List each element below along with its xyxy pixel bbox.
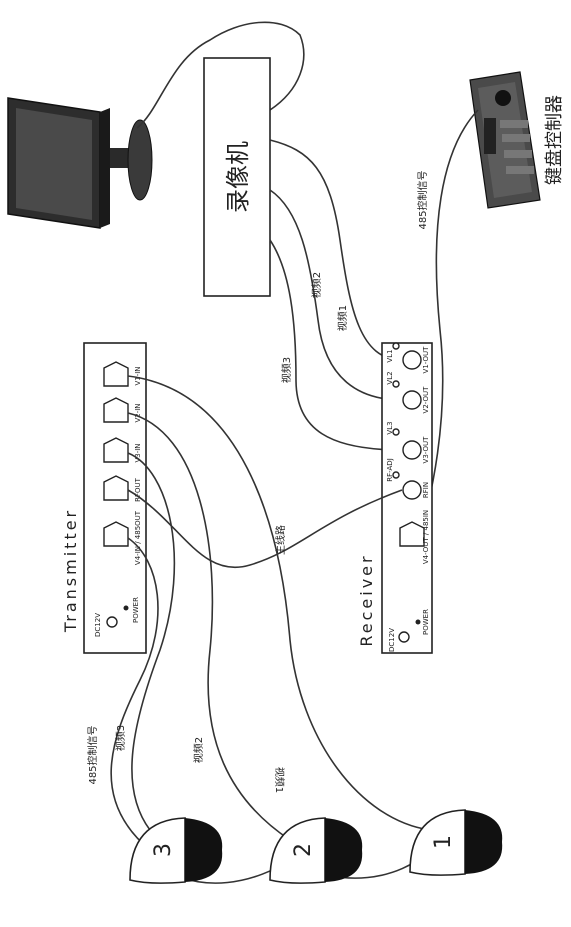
receiver-port-v2out: V2-OUT [402, 386, 430, 414]
transmitter-port-label: V1-IN [134, 366, 142, 385]
receiver-adj-label: RF-ADJ [386, 458, 394, 482]
receiver-port-rfin: RFIN [402, 480, 430, 500]
transmitter-port-rfout: RFOUT [103, 475, 142, 502]
receiver-adj-knob [392, 342, 400, 350]
receiver-adj-label: VL1 [386, 349, 394, 362]
receiver-power-label: POWER [422, 609, 430, 635]
transmitter-power-jack [106, 616, 118, 628]
keyboard-label: 键盘控制器 [544, 95, 565, 185]
receiver-port-label: RFIN [422, 482, 430, 498]
vcr-video3-cable [269, 239, 403, 451]
transmitter-title: Transmitter [61, 508, 80, 633]
transmitter-port-label: V4-IN / 485OUT [134, 510, 142, 565]
cam-485-label: 485控制信号 [86, 725, 99, 784]
transmitter-power-led [123, 605, 129, 611]
receiver-port-label: V1-OUT [422, 346, 430, 374]
vcr-label: 录像机 [224, 141, 252, 213]
transmitter-power-spec: DC12V [94, 613, 102, 637]
receiver-box: DC12V POWER V4-OUT / 485IN RFIN V3-OUT V… [381, 342, 433, 654]
cam-video1-cable [127, 375, 431, 831]
camera-number: 2 [291, 843, 316, 857]
main-line-cable [127, 489, 403, 568]
receiver-port-v4out: V4-OUT / 485IN [399, 510, 430, 564]
receiver-port-label: V4-OUT / 485IN [422, 510, 430, 564]
cam-video1-label: 视频1 [273, 767, 286, 793]
transmitter-port-label: V2-IN [134, 403, 142, 422]
transmitter-port-v4in: V4-IN / 485OUT [103, 510, 142, 565]
receiver-power-led [415, 619, 421, 625]
receiver-port-v3out: V3-OUT [402, 436, 430, 464]
receiver-adj-knob [392, 471, 400, 479]
keyboard-cable-label: 485控制信号 [416, 170, 429, 229]
vcr-video3-label: 视频3 [280, 357, 293, 383]
receiver-power-spec: DC12V [388, 628, 396, 652]
receiver-port-label: V2-OUT [422, 386, 430, 414]
transmitter-port-v1in: V1-IN [103, 361, 142, 387]
camera-1: 1 [409, 809, 503, 876]
receiver-port-v1out: V1-OUT [402, 346, 430, 374]
vcr-video2-cable [269, 189, 403, 401]
transmitter-port-label: V3-IN [134, 443, 142, 462]
transmitter-port-label: RFOUT [134, 477, 142, 502]
camera-2: 2 [269, 817, 363, 884]
vcr-video2-label: 视频2 [310, 272, 323, 298]
transmitter-box: DC12V POWER V4-IN / 485OUT RFOUT V3-IN V… [83, 342, 147, 654]
receiver-adj-label: VL3 [386, 421, 394, 434]
cam-video3-label: 视频3 [114, 725, 127, 751]
receiver-adj-knob [392, 380, 400, 388]
camera-number: 3 [151, 843, 176, 857]
camera-3: 3 [129, 817, 223, 884]
vcr-monitor-cable [136, 21, 305, 129]
vcr-box: 录像机 [203, 57, 271, 297]
vcr-video1-cable [269, 139, 403, 361]
transmitter-power-label: POWER [132, 597, 140, 623]
cam-485-cable [110, 537, 159, 851]
receiver-port-label: V3-OUT [422, 436, 430, 464]
keyboard-controller: 键盘控制器 [469, 71, 565, 209]
receiver-adj-knob [392, 428, 400, 436]
cam-video2-cable [127, 412, 291, 841]
receiver-title: Receiver [357, 553, 376, 646]
cam-video2-label: 视频2 [192, 737, 205, 763]
cam-video3-cable [127, 452, 176, 831]
receiver-adj-label: VL2 [386, 371, 394, 384]
monitor [7, 97, 153, 229]
receiver-power-jack [398, 631, 410, 643]
main-line-label: 主线路 [274, 525, 287, 555]
vcr-video1-label: 视频1 [336, 305, 349, 331]
camera-number: 1 [431, 835, 456, 849]
